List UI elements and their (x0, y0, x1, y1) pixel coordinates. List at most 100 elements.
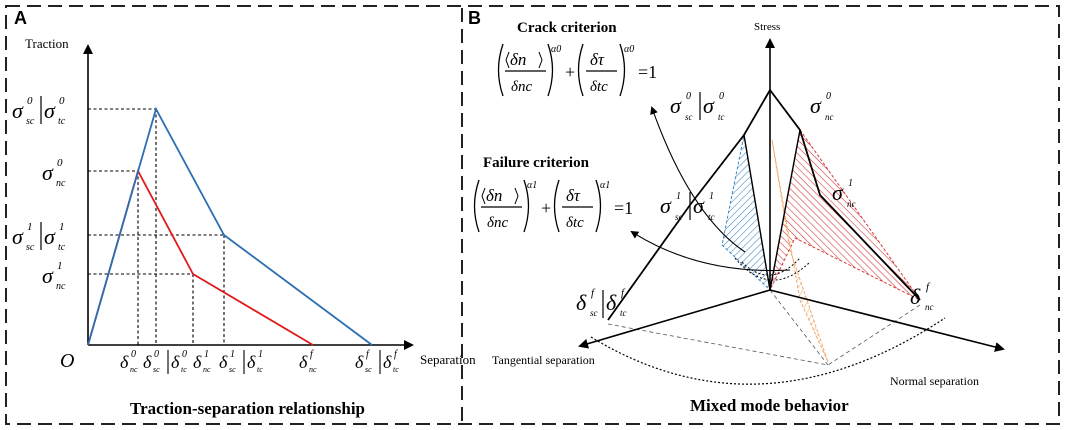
svg-text:δ: δ (606, 290, 617, 315)
crack-criterion-title: Crack criterion (517, 20, 617, 36)
svg-text:σ: σ (42, 160, 54, 185)
svg-text:sc: sc (590, 308, 598, 318)
svg-text:f: f (926, 281, 931, 293)
svg-text:0: 0 (59, 95, 65, 107)
svg-text:σ: σ (693, 193, 705, 218)
svg-text:sc: sc (229, 365, 236, 374)
svg-text:0: 0 (27, 95, 33, 107)
svg-text:δ: δ (910, 284, 921, 309)
origin-label: O (60, 350, 74, 372)
svg-text:sc: sc (153, 365, 160, 374)
svg-text:0: 0 (131, 349, 136, 360)
svg-text:δ: δ (171, 352, 180, 372)
svg-text:δ: δ (355, 352, 364, 372)
traction-axis-label: Traction (25, 36, 69, 51)
svg-text:1: 1 (676, 191, 681, 202)
shear-traction-curve (87, 106, 373, 346)
panel-b: B Stress Tangential separation Normal se… (468, 8, 1005, 415)
normal-traction-curve (87, 168, 314, 346)
blue-hatched-region (721, 134, 771, 292)
svg-text:α1: α1 (600, 180, 610, 191)
outer-frame (5, 5, 1060, 425)
svg-text:σ: σ (810, 93, 822, 118)
svg-text:δ: δ (576, 290, 587, 315)
svg-text:σ: σ (660, 193, 672, 218)
svg-text:δnc: δnc (487, 215, 508, 231)
svg-text:δ: δ (247, 352, 256, 372)
svg-text:σ: σ (44, 224, 56, 249)
svg-text:0: 0 (719, 91, 724, 102)
svg-text:tc: tc (257, 365, 263, 374)
svg-text:δτ: δτ (590, 50, 605, 69)
svg-text:1: 1 (848, 178, 853, 189)
panel-b-letter: B (468, 8, 481, 28)
svg-text:tc: tc (708, 212, 715, 222)
svg-text:sc: sc (675, 212, 683, 222)
svg-text:tc: tc (58, 116, 66, 127)
svg-text:nc: nc (825, 112, 834, 122)
svg-text:f: f (591, 287, 596, 299)
svg-text:α0: α0 (551, 44, 561, 55)
panel-a: A Traction Separation O σ 0 sc σ 0 (12, 8, 476, 418)
separation-axis-label: Separation (420, 352, 476, 367)
envelope-labels: σ 0 sc σ 0 tc σ 0 nc σ 1 sc σ 1 tc σ 1 n… (576, 91, 934, 318)
svg-text:δ: δ (193, 352, 202, 372)
svg-text:nc: nc (925, 302, 934, 312)
svg-text:1: 1 (27, 221, 33, 233)
crack-criterion: Crack criterion δn δnc α0 + δτ δtc α0 =1 (497, 20, 657, 97)
svg-text:σ: σ (12, 224, 24, 249)
panel-a-letter: A (14, 8, 27, 28)
svg-text:sc: sc (26, 242, 35, 253)
svg-text:δn: δn (510, 50, 526, 69)
svg-text:nc: nc (847, 199, 856, 209)
svg-text:δnc: δnc (511, 79, 532, 95)
panel-b-caption: Mixed mode behavior (690, 396, 849, 415)
svg-text:tc: tc (393, 365, 399, 374)
svg-text:σ: σ (832, 180, 844, 205)
guide-lines (88, 108, 225, 345)
svg-text:+: + (565, 62, 575, 82)
svg-text:δτ: δτ (566, 186, 581, 205)
svg-text:f: f (366, 349, 370, 360)
normal-axis (769, 289, 1005, 352)
svg-text:1: 1 (230, 349, 235, 360)
failure-criterion: Failure criterion δn δnc α1 + δτ δtc α1 … (473, 155, 633, 233)
svg-text:+: + (541, 198, 551, 218)
svg-text:f: f (621, 287, 626, 299)
svg-text:=1: =1 (614, 198, 633, 218)
svg-text:σ: σ (670, 93, 682, 118)
svg-text:1: 1 (709, 191, 714, 202)
svg-text:tc: tc (620, 308, 627, 318)
svg-text:α1: α1 (527, 180, 537, 191)
failure-envelope (607, 88, 921, 321)
svg-text:sc: sc (26, 116, 35, 127)
svg-text:f: f (394, 349, 398, 360)
svg-text:sc: sc (685, 112, 693, 122)
svg-text:nc: nc (130, 365, 138, 374)
svg-text:0: 0 (182, 349, 187, 360)
svg-text:δ: δ (120, 352, 129, 372)
svg-text:σ: σ (44, 98, 56, 123)
svg-text:nc: nc (56, 178, 66, 189)
svg-text:1: 1 (258, 349, 263, 360)
stress-axis-label: Stress (754, 21, 780, 33)
svg-text:σ: σ (42, 263, 54, 288)
tangential-axis (578, 289, 771, 349)
svg-text:1: 1 (57, 260, 63, 272)
svg-text:nc: nc (203, 365, 211, 374)
svg-text:δ: δ (143, 352, 152, 372)
svg-text:tc: tc (181, 365, 187, 374)
svg-text:tc: tc (718, 112, 725, 122)
x-axis-labels: δ 0 nc δ 0 sc δ 0 tc δ 1 nc δ 1 sc δ 1 t… (120, 349, 399, 374)
crack-criterion-arrow (650, 106, 746, 253)
orange-hatched-region (771, 139, 829, 363)
svg-text:δ: δ (219, 352, 228, 372)
svg-text:sc: sc (365, 365, 372, 374)
normal-axis-label: Normal separation (890, 374, 979, 388)
svg-text:0: 0 (826, 91, 831, 102)
tangential-axis-label: Tangential separation (492, 353, 595, 367)
svg-text:=1: =1 (638, 62, 657, 82)
svg-text:δtc: δtc (566, 215, 584, 231)
svg-text:tc: tc (58, 242, 66, 253)
svg-text:δ: δ (299, 352, 308, 372)
